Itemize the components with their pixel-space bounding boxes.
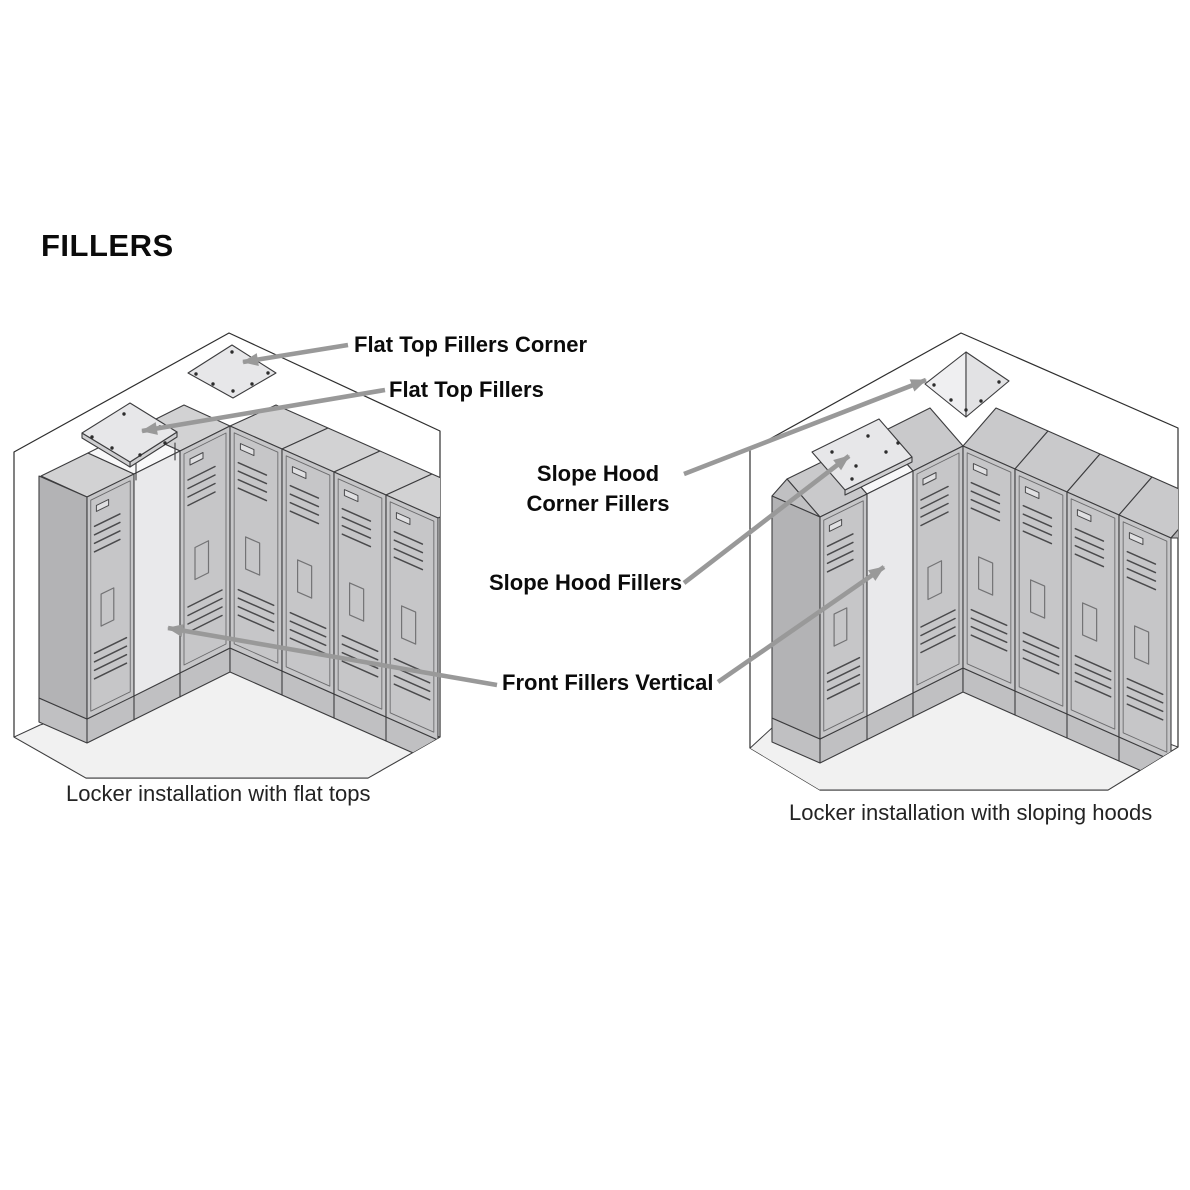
arrow-flat-top-fillers — [141, 387, 386, 435]
caption-flat-tops: Locker installation with flat tops — [66, 781, 371, 806]
flat-locker-tops-right — [229, 404, 440, 519]
annotation-arrows — [141, 342, 927, 688]
label-slope-hood-line1: Slope Hood — [536, 461, 660, 486]
arrow-front-fillers-vertical-right — [716, 565, 886, 684]
right-wall-lockers — [229, 425, 439, 741]
right-wall-lockers — [962, 445, 1172, 761]
page-title: FILLERS — [41, 228, 174, 263]
arrow-slope-hood-corner-fillers — [683, 377, 927, 477]
label-front-fillers-vertical: Front Fillers Vertical — [502, 670, 714, 695]
flat-top-filler-corner-plate — [187, 344, 277, 399]
slope-hoods-right-row — [962, 407, 1178, 539]
arrow-flat-top-fillers-corner — [242, 342, 349, 367]
caption-sloping-hoods: Locker installation with sloping hoods — [789, 800, 1153, 825]
label-slope-hood-fillers: Slope Hood Fillers — [489, 570, 683, 595]
label-slope-hood-line2: Corner Fillers — [526, 491, 670, 516]
label-flat-top-fillers-corner: Flat Top Fillers Corner — [354, 332, 588, 357]
label-flat-top-fillers: Flat Top Fillers — [389, 377, 544, 402]
slope-hood-corner-filler-plate — [924, 351, 1010, 418]
flat-top-filler-plate — [81, 402, 178, 481]
arrow-front-fillers-vertical-left — [167, 624, 498, 688]
label-slope-hood-corner-fillers: Slope Hood Corner Fillers — [512, 459, 684, 519]
slope-hood-filler-plate — [811, 418, 913, 496]
right-diagram-room — [750, 407, 1178, 790]
left-wall-lockers — [771, 445, 964, 740]
arrow-slope-hood-fillers — [682, 454, 851, 585]
right-diagram-sloping-hoods — [749, 332, 1179, 791]
